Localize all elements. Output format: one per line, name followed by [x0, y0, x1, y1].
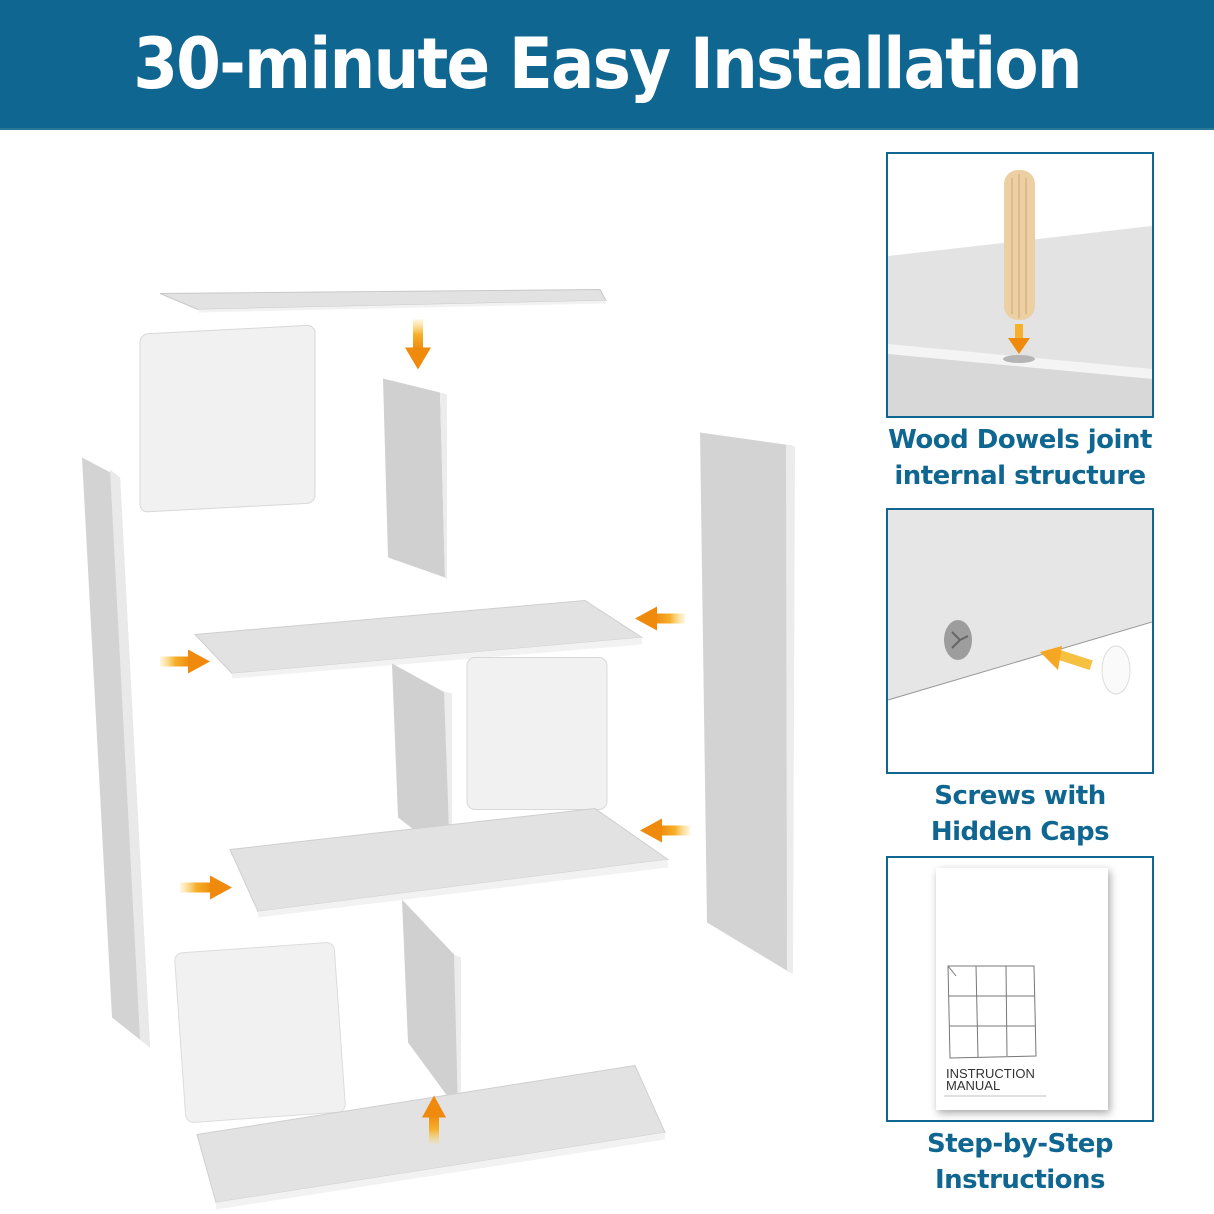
arrow-right-icon — [160, 649, 210, 674]
feature-caption-line2: Instructions — [934, 1165, 1106, 1195]
arrow-left-icon — [635, 606, 685, 631]
page-title: 30-minute Easy Installation — [133, 23, 1082, 105]
page-header: 30-minute Easy Installation — [0, 0, 1214, 130]
wood-dowel-icon — [886, 152, 1154, 418]
exploded-assembly-diagram — [0, 135, 860, 1214]
feature-caption-line2: Hidden Caps — [930, 817, 1110, 847]
manual-booklet: INSTRUCTION MANUAL — [936, 868, 1108, 1110]
manual-title-line2: MANUAL — [946, 1078, 1001, 1093]
arrow-right-icon — [180, 875, 232, 900]
shelf-panels-illustration — [82, 288, 795, 1210]
feature-caption-line1: Screws with — [934, 781, 1106, 811]
arrow-down-icon — [405, 319, 431, 370]
feature-caption-line1: Wood Dowels joint — [888, 425, 1152, 455]
manual-title-line1: INSTRUCTION — [946, 1066, 1035, 1081]
arrow-left-icon — [640, 818, 690, 843]
screw-cap-icon — [886, 508, 1154, 774]
feature-caption-line1: Step-by-Step — [927, 1129, 1113, 1159]
instruction-manual-icon: INSTRUCTION MANUAL — [886, 856, 1154, 1122]
feature-caption-line2: internal structure — [894, 461, 1146, 491]
top-board — [159, 288, 607, 313]
arrow-up-icon — [422, 1095, 446, 1144]
